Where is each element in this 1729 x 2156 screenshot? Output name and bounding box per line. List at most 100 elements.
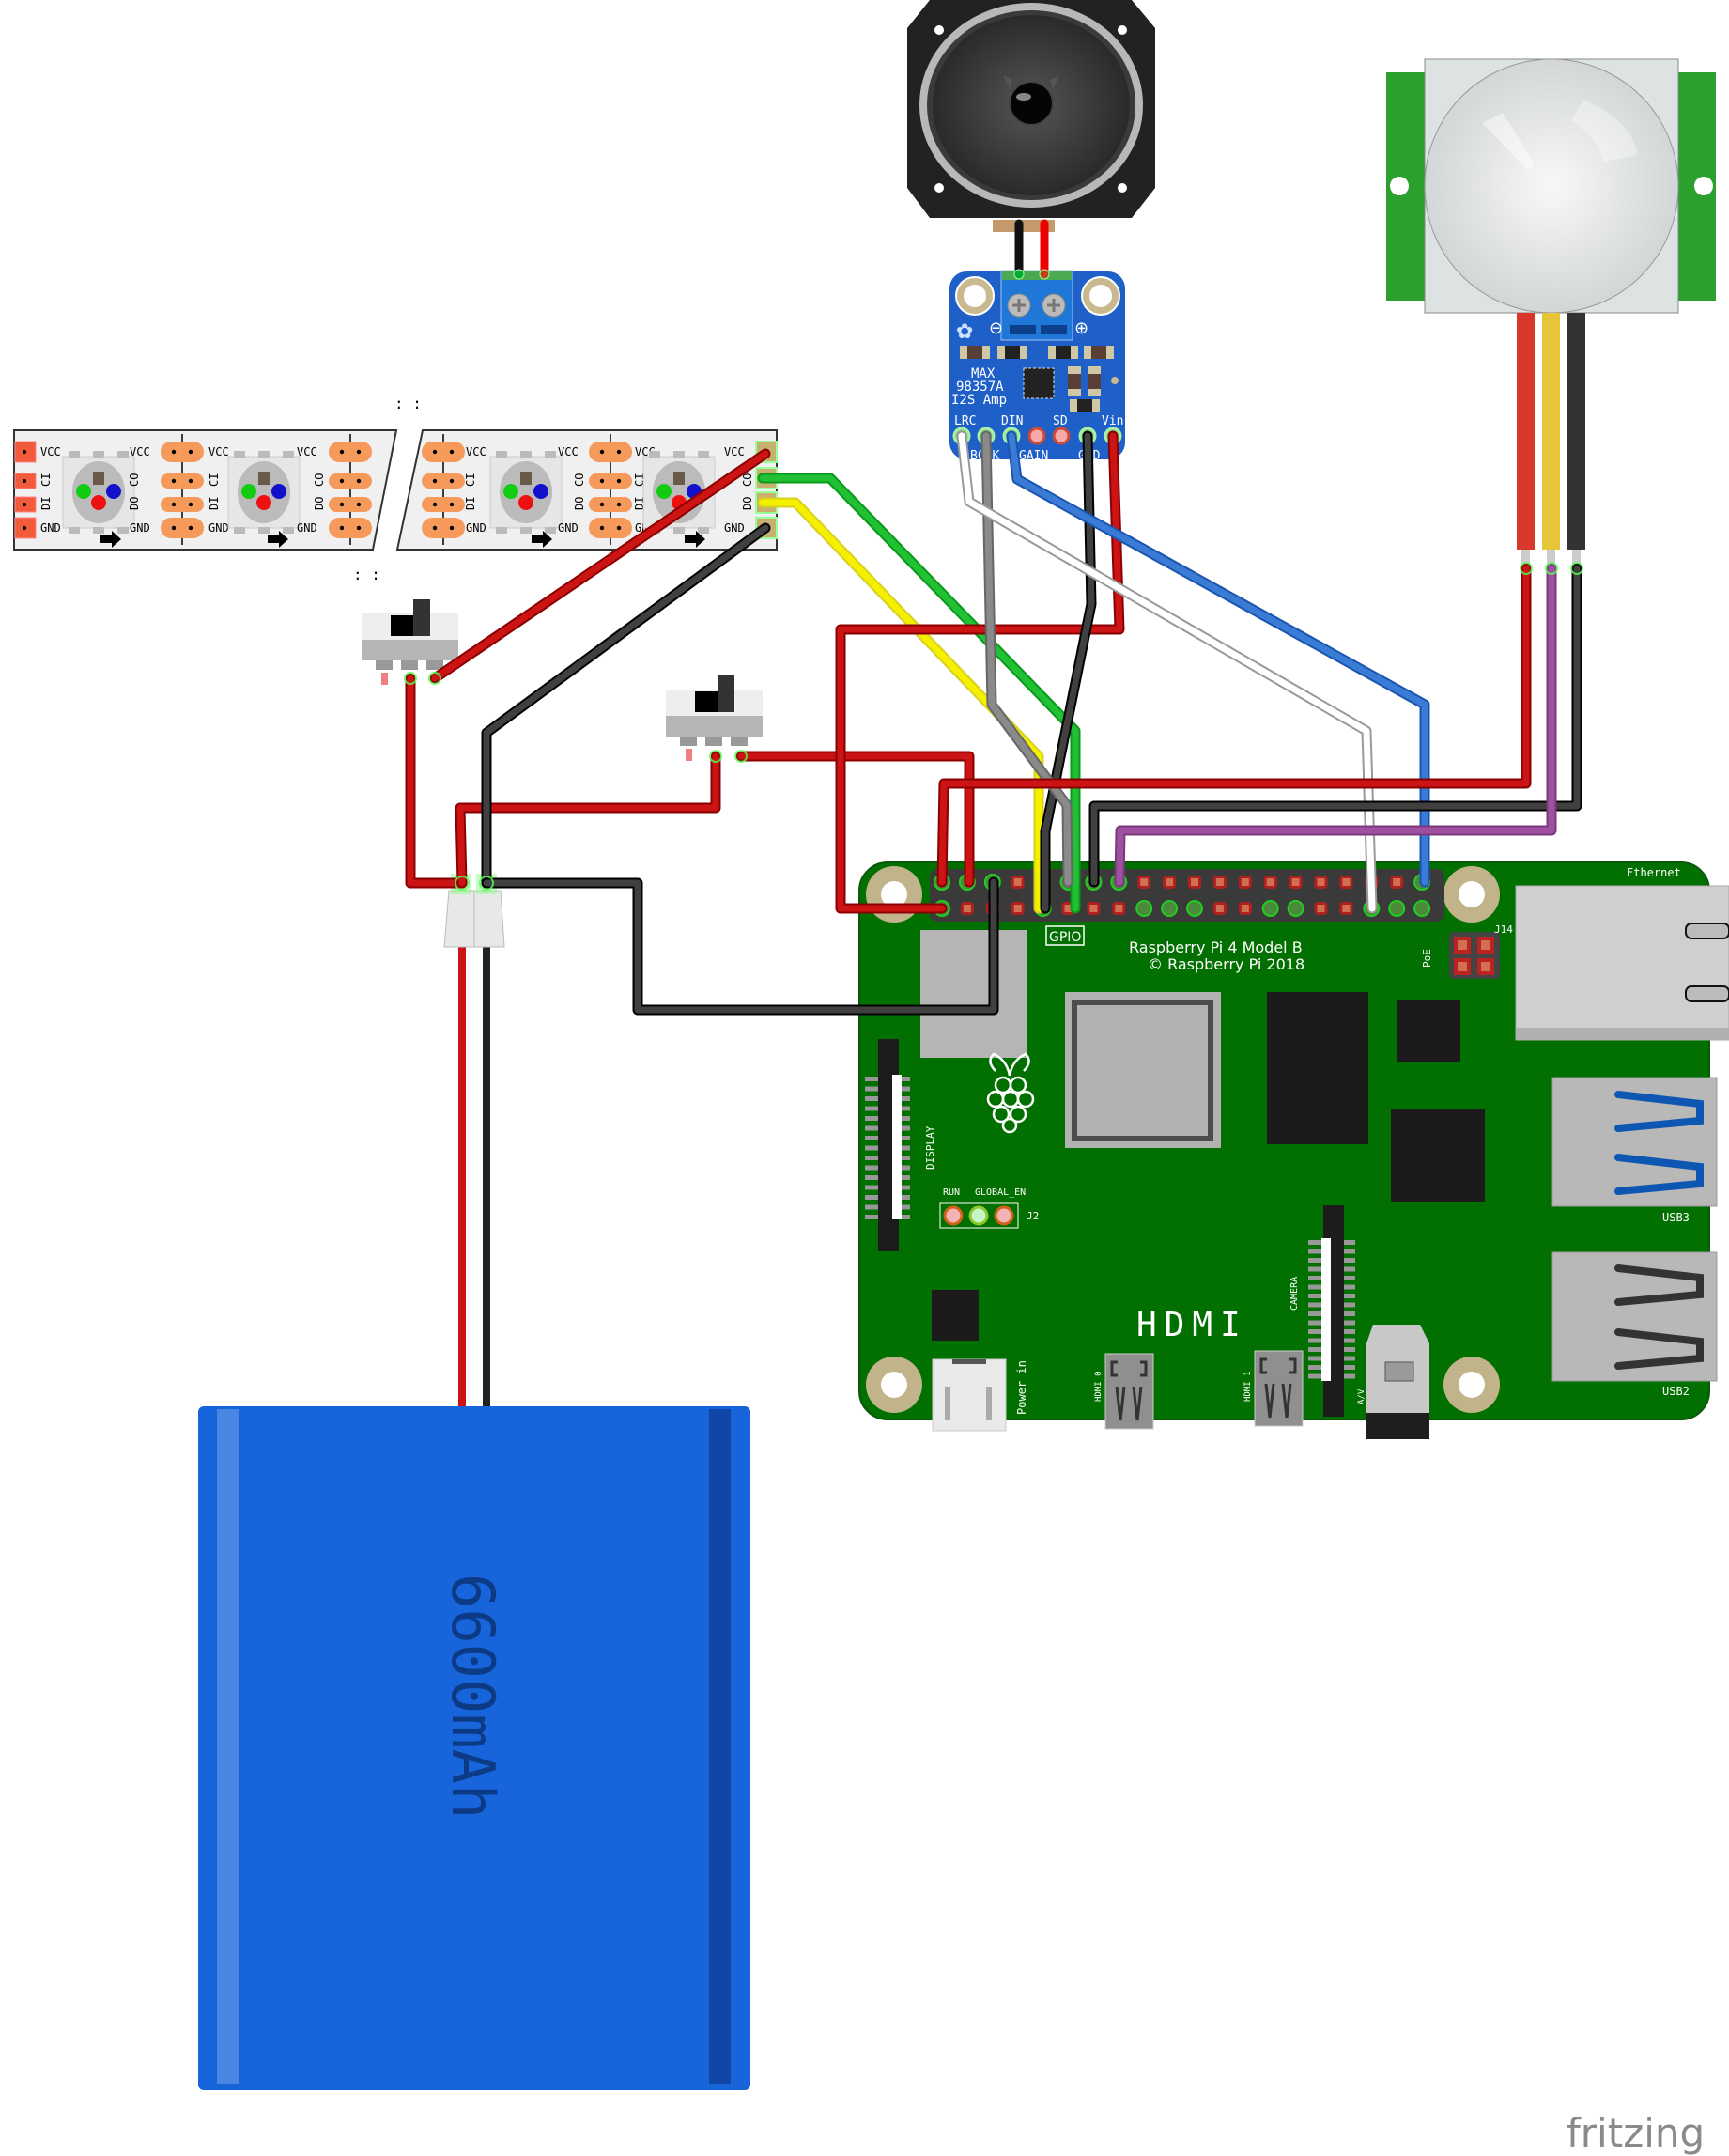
switch-pin-unused	[686, 749, 692, 761]
amp-screw-left-cross	[1012, 299, 1026, 312]
usb2-tongue-icon	[1614, 1328, 1704, 1370]
switch-knob[interactable]	[413, 599, 430, 636]
pi-model-label: Raspberry Pi 4 Model B	[1129, 938, 1303, 956]
led-pin-label: VCC	[208, 445, 229, 458]
lipo-battery[interactable]: 6600mAh	[198, 939, 750, 2090]
display-connector-pins	[865, 1077, 910, 1219]
gpio-pin[interactable]	[1263, 876, 1277, 889]
wire-pir-out-to-gpio[interactable]	[1114, 563, 1557, 888]
i2s-amplifier[interactable]: ⊖ ⊕ ✿ MAX 98357A I2S Amp LRC DIN SD Vin …	[949, 269, 1125, 463]
led-solder-pads	[329, 434, 372, 545]
battery-capacity-label: 6600mAh	[439, 1574, 507, 1819]
switch-leg	[705, 737, 722, 746]
pir-dome	[1424, 58, 1679, 314]
gpio-pin[interactable]	[1135, 900, 1153, 917]
gpio-pin[interactable]	[1137, 876, 1151, 889]
gpio-label-box	[1045, 925, 1085, 946]
led-pin-label: GND	[297, 521, 317, 535]
camera-connector-latch	[1321, 1238, 1331, 1381]
data-direction-arrow-icon	[532, 531, 552, 548]
ethernet-port[interactable]	[1515, 885, 1729, 1041]
gpio-pin[interactable]	[960, 902, 974, 915]
led-pin-label: DO	[573, 497, 586, 510]
pir-dome-highlight-arc	[1571, 100, 1637, 162]
slide-switch-2[interactable]	[666, 675, 763, 761]
usb-c-leg	[945, 1387, 950, 1420]
small-chip	[932, 1290, 979, 1341]
wire-core	[431, 450, 769, 682]
amp-mount-hole-right-inner	[1089, 285, 1112, 307]
led-pin-label: DI	[464, 497, 477, 510]
battery-body	[198, 1406, 750, 2090]
pir-sensor[interactable]	[1386, 58, 1716, 568]
wire-switch1-to-jst[interactable]	[405, 673, 468, 889]
ethernet-label: Ethernet	[1627, 866, 1681, 879]
gpio-pin[interactable]	[1314, 876, 1328, 889]
slide-switch-1[interactable]	[362, 599, 458, 685]
ethernet-port-bottom	[1516, 1028, 1729, 1040]
amp-terminal-slot	[1041, 325, 1067, 334]
gpio-pin[interactable]	[1011, 902, 1025, 915]
gpio-pin[interactable]	[1011, 876, 1025, 889]
break-mark-top: : :	[394, 395, 422, 412]
gpio-pin[interactable]	[1289, 876, 1303, 889]
usb2-tongue-icon	[1614, 1264, 1704, 1306]
gpio-pin[interactable]	[1339, 876, 1353, 889]
gpio-pin[interactable]	[1212, 902, 1227, 915]
gpio-pin[interactable]	[1390, 876, 1404, 889]
gpio-pin[interactable]	[1163, 876, 1177, 889]
amp-mount-hole-left-inner	[964, 285, 986, 307]
led-pin-label: CO	[313, 473, 326, 487]
gpio-pin[interactable]	[1339, 902, 1353, 915]
pir-mount-hole-left	[1390, 177, 1409, 195]
wire-core	[456, 752, 719, 887]
amp-minus-label: ⊖	[989, 318, 1003, 338]
global-en-label: GLOBAL_EN	[975, 1187, 1026, 1198]
led-pin-label: DI	[39, 497, 53, 510]
led-solder-pads	[422, 434, 465, 545]
data-direction-arrow-icon	[685, 531, 705, 548]
gpio-pin[interactable]	[1188, 876, 1201, 889]
led-strip[interactable]: : : : : VCCCIDIGNDVCCCODOGNDVCCCIDIGNDVC…	[13, 395, 778, 583]
gpio-pin[interactable]	[1287, 900, 1304, 917]
j2-pin-gnd[interactable]	[968, 1205, 989, 1226]
switch-leg	[401, 660, 418, 670]
av-jack-plug	[1366, 1413, 1429, 1439]
gpio-pin[interactable]	[1212, 876, 1227, 889]
gpio-pin[interactable]	[1413, 900, 1431, 917]
led-pin-label: DI	[208, 497, 221, 510]
gpio-pin[interactable]	[1186, 900, 1203, 917]
speaker-highlight	[1016, 93, 1031, 101]
amp-pin-gain[interactable]	[1027, 427, 1046, 445]
gpio-pin[interactable]	[1314, 902, 1328, 915]
rgb-led	[227, 451, 301, 534]
usb-controller-chip	[1397, 1000, 1460, 1062]
pir-cable-black	[1567, 313, 1585, 550]
led-pin-label: CO	[128, 473, 141, 487]
wire-core	[1090, 565, 1581, 886]
amp-pin-sd[interactable]	[1052, 427, 1071, 445]
gpio-pin[interactable]	[1161, 900, 1179, 917]
j2-pin-run[interactable]	[943, 1205, 964, 1226]
amp-terminal-neg-contact	[1013, 269, 1025, 280]
gpio-pin[interactable]	[1112, 902, 1126, 915]
poe-label: PoE	[1421, 949, 1433, 968]
wire-led-co-to-gpio[interactable]	[757, 473, 1081, 914]
gpio-pin[interactable]	[1388, 900, 1406, 917]
hdmi1-label: HDMI 1	[1243, 1371, 1253, 1402]
gpio-pin[interactable]	[1087, 902, 1101, 915]
gpio-pin[interactable]	[1261, 900, 1279, 917]
soc-chip-lid	[1072, 1000, 1213, 1141]
speaker[interactable]	[907, 0, 1155, 279]
display-connector-latch	[892, 1075, 902, 1219]
j2-pin-global-en[interactable]	[994, 1205, 1014, 1226]
usb-c-power-port[interactable]	[932, 1358, 1007, 1432]
amp-terminal-pos-contact	[1039, 269, 1050, 280]
pir-cable-tip	[1572, 550, 1581, 568]
gpio-pin[interactable]	[1238, 902, 1252, 915]
hdmi1-socket-icon	[1259, 1357, 1297, 1419]
j2-header	[939, 1202, 1019, 1229]
wire-jst-to-switch2[interactable]	[455, 751, 721, 889]
switch-knob[interactable]	[718, 675, 734, 712]
gpio-pin[interactable]	[1238, 876, 1252, 889]
